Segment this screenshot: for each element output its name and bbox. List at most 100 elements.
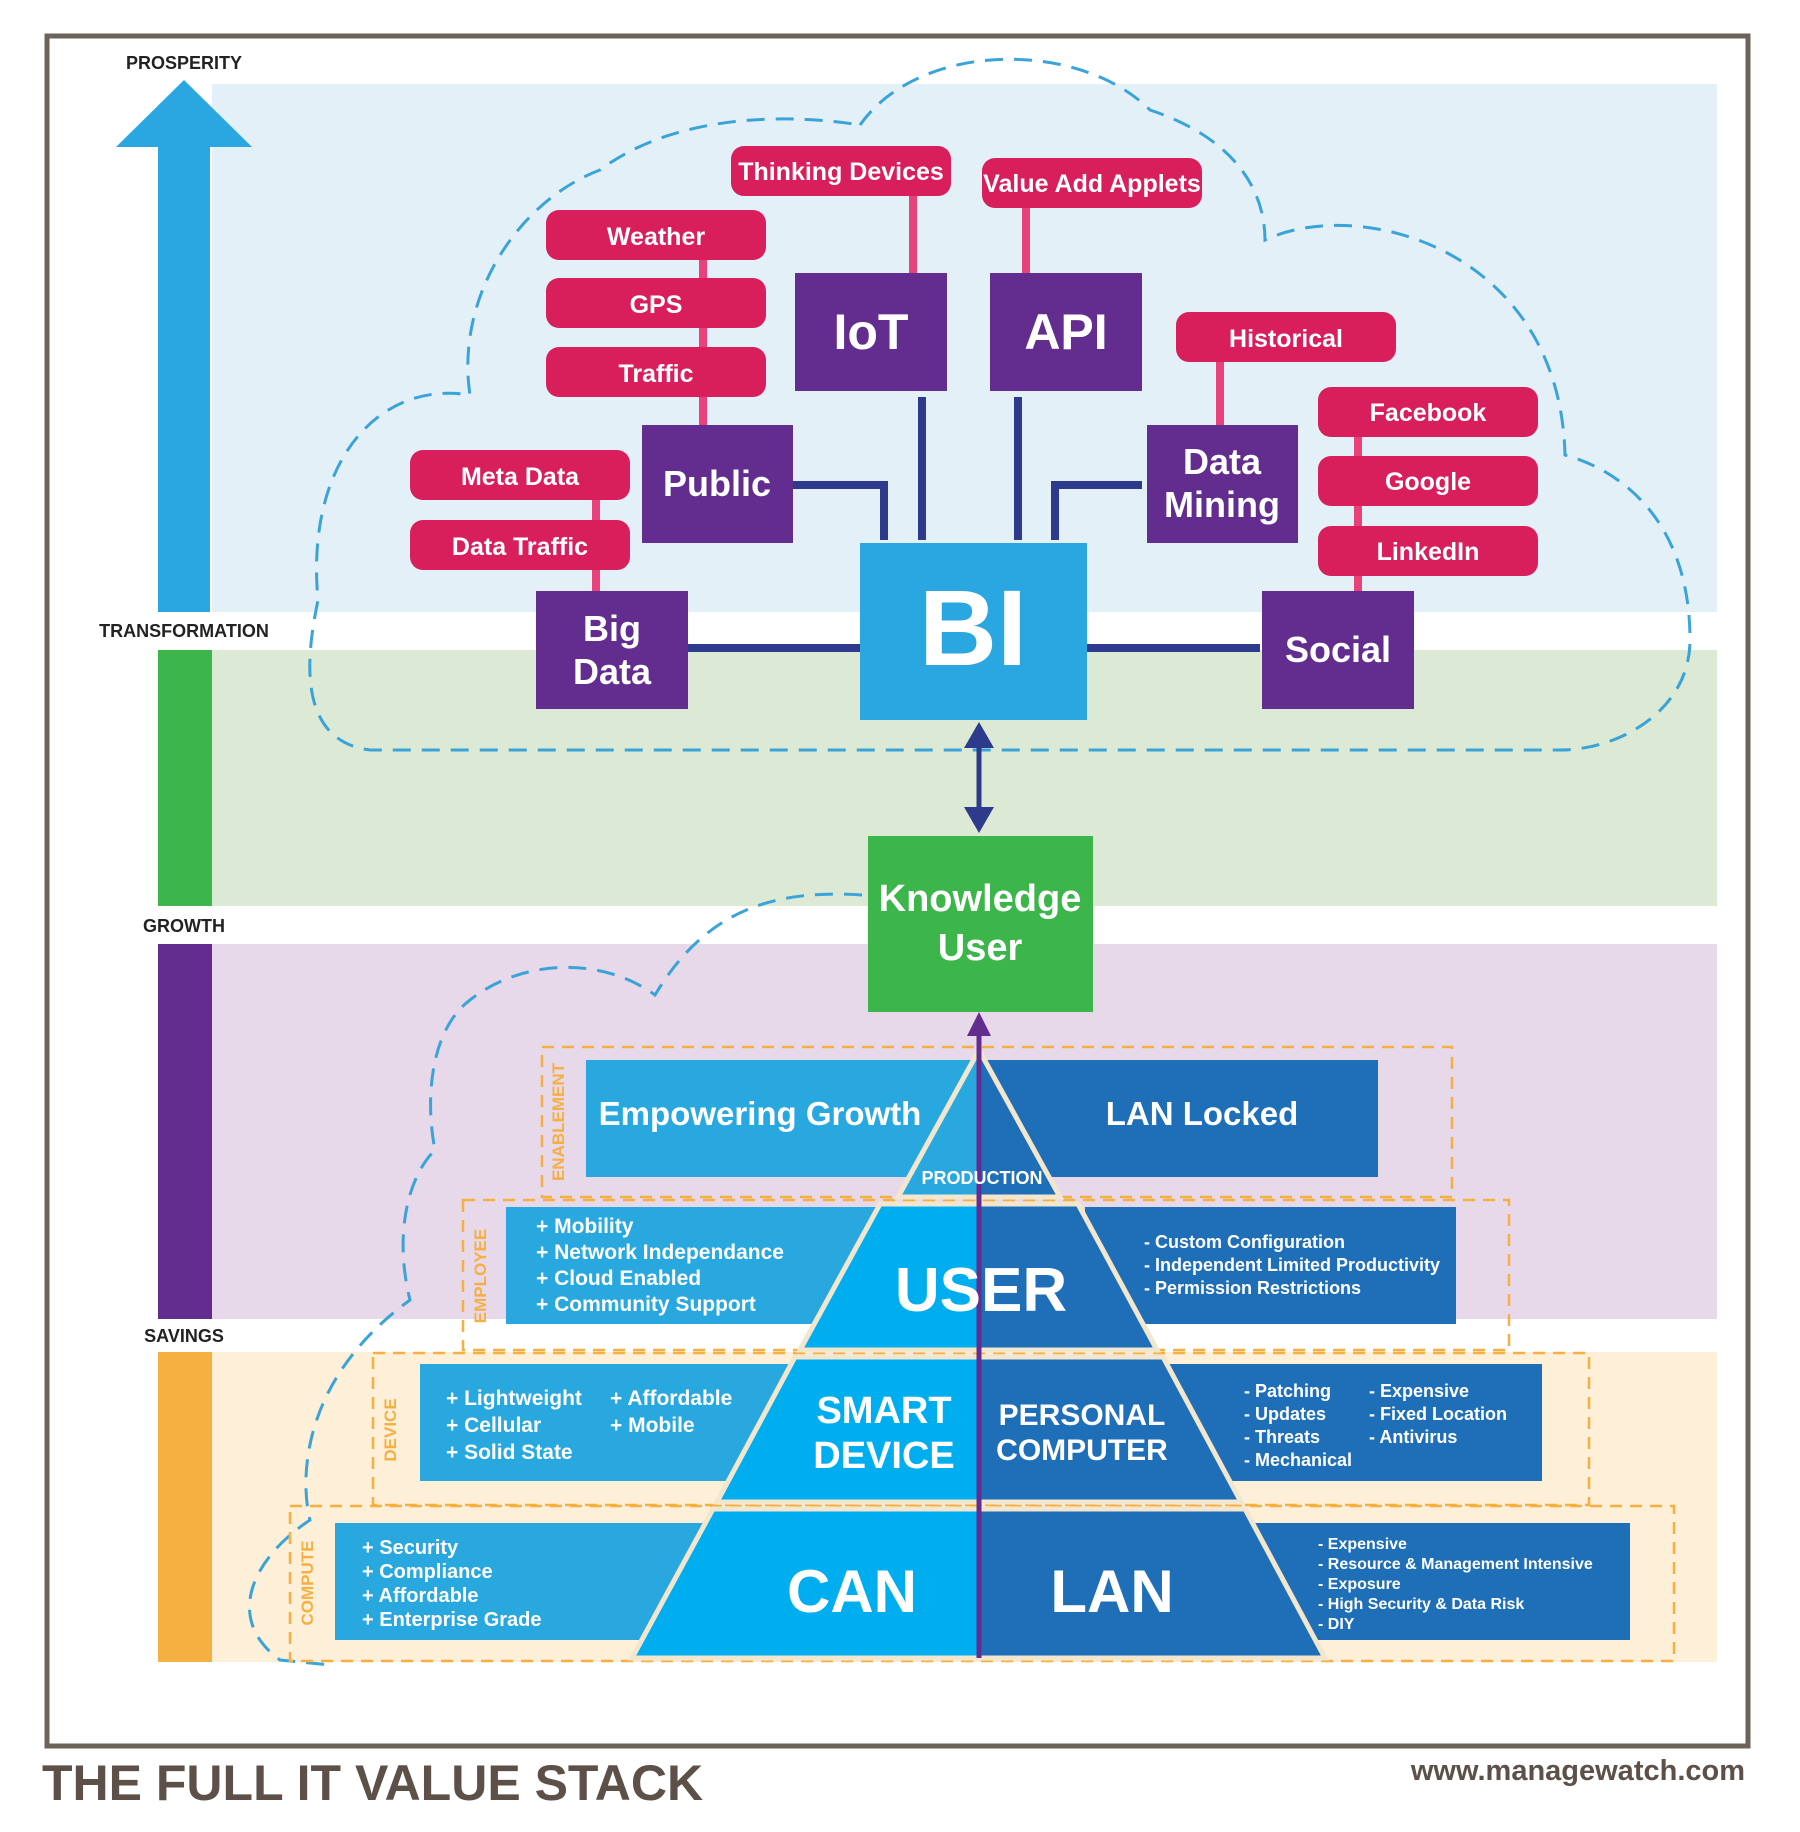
- panel-enablement-left: [586, 1060, 974, 1177]
- bi-hub[interactable]: BI: [860, 543, 1087, 720]
- tag-meta-data-label: Meta Data: [461, 463, 580, 491]
- empowering-growth-label: Empowering Growth: [599, 1095, 922, 1132]
- side-label-device: DEVICE: [381, 1398, 400, 1461]
- compute-pros-list: + Security + Compliance + Affordable + E…: [362, 1537, 542, 1631]
- device-cons-list: - Patching - Updates - Threats - Mechani…: [1244, 1381, 1507, 1470]
- list-item: + Solid State: [446, 1441, 573, 1464]
- tag-meta-data[interactable]: Meta Data: [410, 450, 630, 500]
- compute-cons-list: - Expensive - Resource & Management Inte…: [1318, 1536, 1593, 1633]
- prosperity-arrow-icon: [116, 80, 252, 612]
- list-item: - Expensive: [1318, 1536, 1407, 1553]
- website-link[interactable]: www.managewatch.com: [1410, 1755, 1745, 1787]
- panel-compute-right: [1250, 1523, 1630, 1640]
- list-item: + Affordable: [362, 1585, 479, 1607]
- tag-weather[interactable]: Weather: [546, 210, 766, 260]
- tag-gps[interactable]: GPS: [546, 278, 766, 328]
- list-item: + Community Support: [536, 1293, 756, 1316]
- list-item: + Compliance: [362, 1561, 493, 1583]
- list-item: - Expensive: [1369, 1381, 1469, 1401]
- list-item: - Permission Restrictions: [1144, 1278, 1361, 1298]
- list-item: + Cellular: [446, 1414, 541, 1437]
- list-item: - Independent Limited Productivity: [1144, 1255, 1440, 1275]
- list-item: + Mobility: [536, 1215, 634, 1238]
- production-label: PRODUCTION: [922, 1168, 1043, 1188]
- bi-hub-label: BI: [919, 567, 1027, 688]
- node-social[interactable]: Social: [1262, 591, 1414, 709]
- top-cloud-outline: [308, 57, 1692, 752]
- list-item: + Affordable: [610, 1387, 732, 1410]
- panel-device-right: [1167, 1364, 1542, 1481]
- personal-computer-line-1: PERSONAL: [999, 1399, 1166, 1432]
- list-item: + Cloud Enabled: [536, 1267, 701, 1290]
- knowledge-user-line-2: User: [938, 927, 1023, 969]
- lower-cloud-outline: [248, 892, 863, 1667]
- personal-computer-line-2: COMPUTER: [996, 1434, 1168, 1467]
- node-data-mining-line-2: Mining: [1164, 484, 1280, 525]
- tag-google-label: Google: [1385, 468, 1471, 496]
- tag-value-add-applets[interactable]: Value Add Applets: [982, 158, 1202, 208]
- list-item: - Exposure: [1318, 1576, 1401, 1593]
- list-item: + Lightweight: [446, 1387, 582, 1410]
- level-label-savings: SAVINGS: [144, 1326, 224, 1346]
- list-item: + Network Independance: [536, 1241, 784, 1264]
- tag-gps-label: GPS: [630, 291, 683, 319]
- tag-linkedin[interactable]: LinkedIn: [1318, 526, 1538, 576]
- side-label-compute: COMPUTE: [298, 1541, 317, 1626]
- node-api-label: API: [1024, 304, 1107, 360]
- central-up-arrow-icon: [967, 1012, 991, 1658]
- level-label-transformation: TRANSFORMATION: [99, 621, 269, 641]
- tag-historical[interactable]: Historical: [1176, 312, 1396, 362]
- can-label: CAN: [787, 1558, 917, 1625]
- list-item: + Mobile: [610, 1414, 695, 1437]
- device-pros-list: + Lightweight + Cellular + Solid State +…: [446, 1387, 732, 1464]
- list-item: - Patching: [1244, 1381, 1331, 1401]
- list-item: + Security: [362, 1537, 459, 1559]
- node-iot-label: IoT: [834, 304, 909, 360]
- savings-column: [158, 1352, 212, 1662]
- level-label-prosperity: PROSPERITY: [126, 53, 242, 73]
- tag-value-add-applets-label: Value Add Applets: [983, 170, 1201, 198]
- tag-traffic-label: Traffic: [618, 360, 693, 388]
- tag-data-traffic[interactable]: Data Traffic: [410, 520, 630, 570]
- list-item: + Enterprise Grade: [362, 1609, 542, 1631]
- tag-linkedin-label: LinkedIn: [1377, 538, 1480, 566]
- lan-locked-label: LAN Locked: [1106, 1095, 1299, 1132]
- tag-thinking-devices[interactable]: Thinking Devices: [731, 146, 951, 196]
- node-big-data[interactable]: Big Data: [536, 591, 688, 709]
- node-big-data-line-2: Data: [573, 651, 652, 692]
- list-item: - Updates: [1244, 1404, 1326, 1424]
- list-item: - High Security & Data Risk: [1318, 1596, 1524, 1613]
- tag-google[interactable]: Google: [1318, 456, 1538, 506]
- side-label-employee: EMPLOYEE: [471, 1229, 490, 1323]
- node-api[interactable]: API: [990, 273, 1142, 391]
- node-data-mining-line-1: Data: [1183, 441, 1262, 482]
- connectors: [688, 397, 1260, 652]
- list-item: - Fixed Location: [1369, 1404, 1507, 1424]
- panel-enablement-right: [986, 1060, 1378, 1177]
- employee-cons-list: - Custom Configuration - Independent Lim…: [1144, 1232, 1440, 1298]
- knowledge-user-line-1: Knowledge: [879, 878, 1082, 920]
- list-item: - Resource & Management Intensive: [1318, 1556, 1593, 1573]
- tag-weather-label: Weather: [607, 223, 705, 251]
- node-data-mining[interactable]: Data Mining: [1147, 425, 1298, 543]
- tag-facebook-label: Facebook: [1370, 399, 1487, 427]
- employee-pros-list: + Mobility + Network Independance + Clou…: [536, 1215, 784, 1316]
- growth-column: [158, 944, 212, 1319]
- node-big-data-line-1: Big: [583, 608, 641, 649]
- knowledge-user-box[interactable]: Knowledge User: [868, 836, 1093, 1012]
- list-item: - DIY: [1318, 1616, 1355, 1633]
- tag-facebook[interactable]: Facebook: [1318, 387, 1538, 437]
- panel-employee-right: [1085, 1207, 1456, 1324]
- node-public-label: Public: [663, 463, 771, 504]
- smart-device-line-1: SMART: [816, 1390, 951, 1432]
- list-item: - Mechanical: [1244, 1450, 1352, 1470]
- node-social-label: Social: [1285, 629, 1391, 670]
- node-iot[interactable]: IoT: [795, 273, 947, 391]
- tag-data-traffic-label: Data Traffic: [452, 533, 588, 561]
- tag-thinking-devices-label: Thinking Devices: [738, 158, 944, 186]
- node-public[interactable]: Public: [642, 425, 793, 543]
- tag-traffic[interactable]: Traffic: [546, 347, 766, 397]
- pyramid: [627, 1048, 1330, 1661]
- level-label-growth: GROWTH: [143, 916, 225, 936]
